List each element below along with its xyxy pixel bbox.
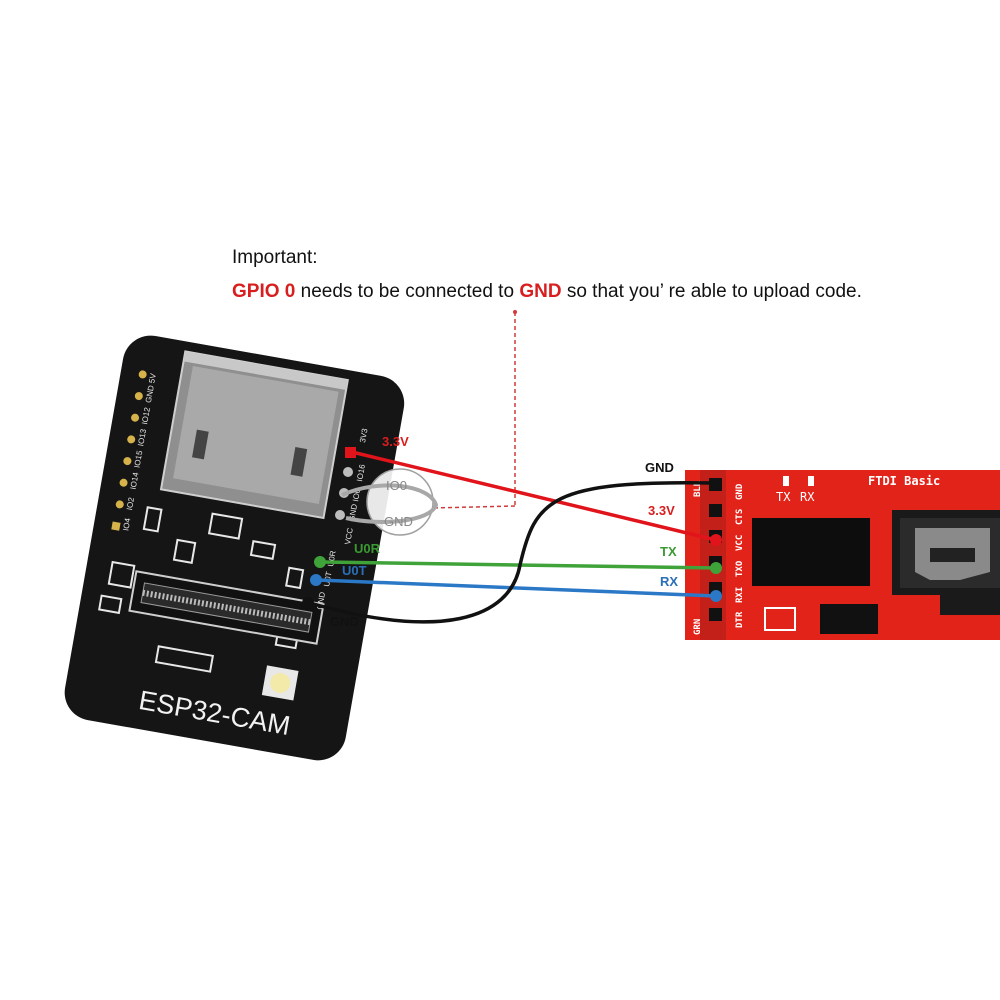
- camera-connector: [128, 570, 325, 645]
- left-pin-label-io13: IO13: [136, 428, 148, 447]
- ftdi-pin-label-blk: BLK: [693, 480, 703, 497]
- note-part-1: needs to be connected to: [295, 281, 520, 302]
- left-pin-label-io12: IO12: [140, 406, 152, 425]
- ftdi-led-rx: RX: [800, 490, 815, 504]
- wires: [308, 450, 718, 624]
- ftdi-leds: TX RX: [776, 476, 815, 504]
- left-pin-label-5v: 5V: [147, 372, 158, 384]
- label-esp-3v3: 3.3V: [382, 434, 409, 449]
- ftdi-pin-label-dtr: DTR: [735, 611, 745, 628]
- usb-mini-connector-icon: [892, 510, 1000, 615]
- esp32cam-board: ESP32-CAM IO4 IO2 IO14 IO15 IO13 IO12 GN…: [64, 335, 405, 761]
- note-part-3: so that you’ re able to upload code.: [561, 281, 862, 302]
- right-pin-label-gnd: GND: [347, 503, 359, 522]
- important-note: Important: GPIO 0 needs to be connected …: [232, 247, 862, 303]
- left-pin-label-io4: IO4: [121, 517, 132, 532]
- ftdi-pin-label-gnd: GND: [735, 483, 745, 500]
- ftdi-pin-label-txo: TXO: [735, 560, 745, 577]
- label-ftdi-gnd: GND: [645, 460, 674, 475]
- right-pin-label-io0: IO0: [351, 488, 362, 503]
- wire-3v3: [350, 450, 718, 542]
- right-pin-label-io16: IO16: [355, 463, 367, 482]
- callout-gnd-label: GND: [384, 514, 413, 529]
- left-header: [111, 370, 147, 531]
- note-body: GPIO 0 needs to be connected to GND so t…: [232, 281, 862, 303]
- wire-labels: 3.3V U0R U0T GND GND 3.3V TX RX: [330, 434, 678, 629]
- note-part-gnd: GND: [519, 281, 562, 302]
- io0-gnd-callout: IO0 GND: [341, 468, 439, 536]
- label-esp-gnd: GND: [330, 614, 359, 629]
- wire-gnd: [308, 480, 718, 624]
- ftdi-pin-label-rxi: RXI: [735, 587, 745, 603]
- note-title: Important:: [232, 247, 318, 268]
- ftdi-pin-label-vcc: VCC: [735, 535, 745, 551]
- ftdi-title: FTDI Basic: [868, 474, 940, 488]
- left-header-labels: IO4 IO2 IO14 IO15 IO13 IO12 GND 5V: [121, 372, 158, 532]
- ftdi-board: BLK GND CTS VCC TXO RXI DTR GRN FTDI Bas…: [685, 470, 1000, 640]
- label-esp-u0t: U0T: [342, 563, 367, 578]
- ftdi-wire-endpoints: [710, 478, 722, 602]
- components: [98, 506, 305, 673]
- ftdi-pin-label-cts: CTS: [735, 509, 745, 525]
- left-pin-label-gnd: GND: [144, 384, 156, 403]
- right-pin-label-gnd2: GND: [315, 591, 327, 610]
- ftdi-led-tx: TX: [776, 490, 791, 504]
- label-esp-u0r: U0R: [354, 541, 381, 556]
- label-ftdi-3v3: 3.3V: [648, 503, 675, 518]
- left-pin-label-io15: IO15: [132, 449, 144, 468]
- right-pin-label-u0r: U0R: [326, 550, 338, 568]
- left-pin-label-io14: IO14: [129, 471, 141, 490]
- note-part-gpio0: GPIO 0: [232, 281, 296, 302]
- label-ftdi-tx: TX: [660, 544, 677, 559]
- flash-led-icon: [261, 665, 299, 701]
- ftdi-chip: [752, 518, 870, 586]
- microsd-slot-icon: [159, 350, 349, 520]
- right-pin-label-3v3: 3V3: [358, 427, 369, 443]
- gpio0-guide-line: [431, 310, 517, 509]
- ftdi-pin-label-grn: GRN: [693, 619, 703, 635]
- right-pin-label-vcc: VCC: [343, 527, 355, 545]
- left-pin-label-io2: IO2: [125, 496, 136, 511]
- ftdi-pin-labels: BLK GND CTS VCC TXO RXI DTR GRN: [693, 480, 745, 635]
- wire-u0t-rx: [316, 578, 718, 598]
- label-ftdi-rx: RX: [660, 574, 678, 589]
- callout-io0-label: IO0: [386, 478, 407, 493]
